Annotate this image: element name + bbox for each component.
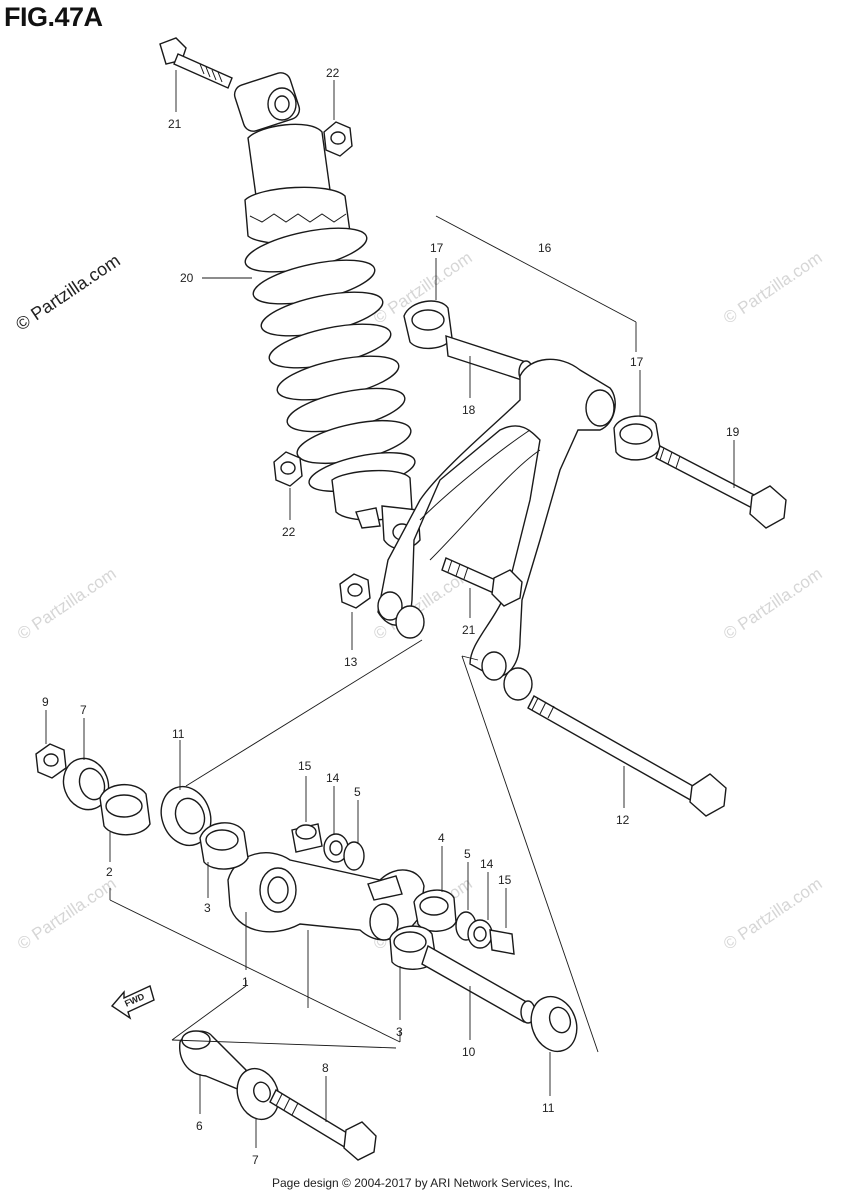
callout-label: 14: [480, 857, 494, 871]
cushion-rod-1: [227, 852, 425, 941]
callout-label: 17: [630, 355, 644, 369]
callout-label: 22: [326, 66, 340, 80]
spacer-10: [421, 944, 536, 1024]
callout-label: 18: [462, 403, 476, 417]
callout-label: 2: [106, 865, 113, 879]
callout-labels: 21 22 20 17 16 17 18 19 22 21 13 9 7 11 …: [42, 66, 740, 1167]
callout-label: 1: [242, 975, 249, 989]
bolt-8: [269, 1089, 377, 1161]
seal-11-upper: [160, 785, 212, 847]
callout-label: 11: [542, 1101, 555, 1115]
bolt-21-lower: [441, 557, 523, 607]
callout-label: 13: [344, 655, 358, 669]
seal-11-lower: [530, 995, 578, 1053]
seal-5-upper: [343, 841, 365, 871]
callout-label: 17: [430, 241, 444, 255]
bearing-4: [413, 889, 457, 932]
callout-label: 7: [80, 703, 87, 717]
shock-absorber: [233, 72, 421, 550]
callout-label: 3: [396, 1025, 403, 1039]
bolt-21-upper: [159, 37, 233, 89]
leader-lines: [45, 70, 735, 1148]
callout-label: 16: [538, 241, 552, 255]
cushion-lever-16: [377, 300, 661, 701]
callout-label: 21: [462, 623, 476, 637]
bolt-19: [655, 445, 787, 529]
callout-label: 11: [172, 727, 185, 741]
callout-label: 9: [42, 695, 49, 709]
callout-label: 15: [298, 759, 312, 773]
callout-label: 14: [326, 771, 340, 785]
bolt-12: [527, 695, 727, 817]
coil-spring: [244, 227, 416, 492]
callout-label: 21: [168, 117, 182, 131]
callout-label: 5: [354, 785, 361, 799]
collar-15-upper: [291, 823, 323, 853]
washer-7-upper: [62, 757, 110, 811]
footer-copyright: Page design © 2004-2017 by ARI Network S…: [271, 1176, 573, 1190]
callout-label: 7: [252, 1153, 259, 1167]
callout-label: 6: [196, 1119, 203, 1133]
callout-label: 10: [462, 1045, 476, 1059]
callout-label: 22: [282, 525, 296, 539]
callout-label: 5: [464, 847, 471, 861]
nut-13: [339, 573, 371, 609]
bearing-3-upper: [199, 822, 249, 870]
nut-22-lower: [273, 451, 303, 487]
callout-label: 4: [438, 831, 445, 845]
collar-15-lower: [489, 929, 515, 955]
spacer-6: [179, 1030, 247, 1091]
figure-title: FIG.47A: [4, 2, 103, 32]
callout-label: 8: [322, 1061, 329, 1075]
callout-label: 19: [726, 425, 740, 439]
nut-22-upper: [323, 121, 353, 157]
washer-14-lower: [467, 919, 493, 949]
callout-label: 3: [204, 901, 211, 915]
spacer-2: [99, 783, 151, 836]
callout-label: 12: [616, 813, 630, 827]
washer-7-lower: [236, 1067, 280, 1121]
nut-9: [35, 743, 67, 779]
callout-label: 15: [498, 873, 512, 887]
callout-label: 20: [180, 271, 194, 285]
fwd-arrow-icon: FWD: [110, 985, 155, 1020]
